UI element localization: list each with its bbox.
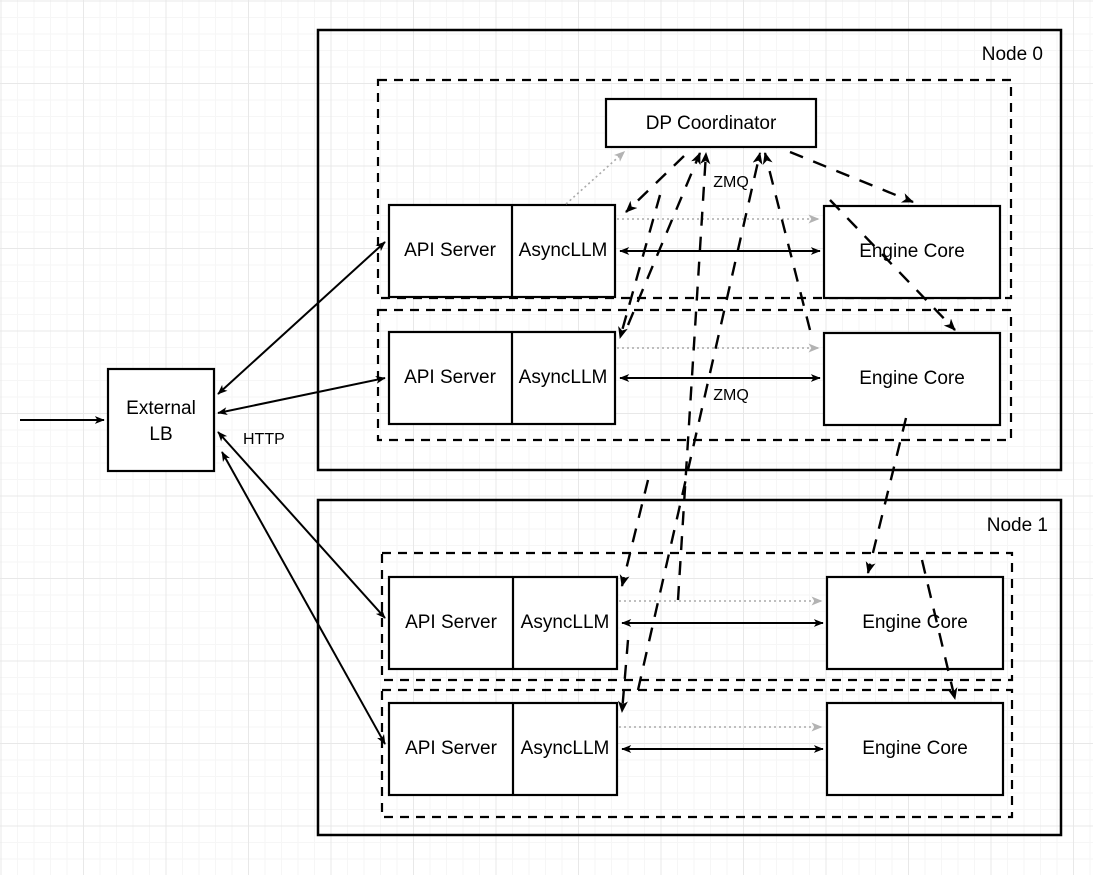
node-0-group-0-frame [376, 78, 1013, 300]
node-1-group-0-engine-core-box[interactable] [825, 575, 1005, 671]
dp-coordinator-box[interactable] [604, 97, 818, 149]
dashed-arrow-coordinator-to-node1-group1-asyncllm [617, 639, 630, 713]
node-1-group-1-api-server-label: API Server [405, 738, 498, 759]
node-0-group-0-engine-core[interactable]: Engine Core [822, 204, 1002, 300]
http-arrow-node1-group1 [221, 451, 386, 745]
node-1-group-1-api-server-group[interactable]: API Server AsyncLLM [387, 701, 619, 797]
dashed-arrow-coordinator-to-node0-group1-asyncllm [618, 194, 662, 339]
node-0-group-1-engine-core-label: Engine Core [859, 368, 965, 389]
external-lb-label-line2: LB [149, 424, 172, 445]
dotted-arrow-asyncllm-to-coordinator [565, 150, 626, 205]
node-0-group-0-asyncllm-label: AsyncLLM [519, 240, 608, 261]
external-lb-label-line1: External [126, 398, 196, 419]
node-0-group-1-asyncllm-label: AsyncLLM [519, 367, 608, 388]
dashed-arrow-coordinator-to-node0-group0-engine [789, 150, 914, 204]
node-0-group-0-api-server-label: API Server [404, 240, 497, 261]
http-arrow-node0-group0 [217, 241, 386, 395]
node-1-group-1-frame [380, 688, 1014, 819]
node-1-group-1-engine-core-box[interactable] [825, 701, 1005, 797]
dashed-arrow-node1-group0-asyncllm-to-coordinator [676, 152, 711, 601]
dashed-arrow-coordinator-to-node0-group0-asyncllm [625, 155, 685, 213]
dashed-arrow-coordinator-to-node1-group0-asyncllm [619, 479, 650, 587]
node-1-group-0-engine-core-label: Engine Core [862, 612, 968, 633]
node-1-group-0-api-server-box[interactable] [387, 575, 619, 671]
dashed-arrow-coordinator-to-node1-group0-engine [865, 417, 908, 574]
node-0-group-0-api-server-group[interactable]: API Server AsyncLLM [387, 203, 617, 299]
dashed-arrow-node1-group1-engine-to-coordinator [636, 152, 763, 691]
node-1-group-0-api-server-label: API Server [405, 612, 498, 633]
node-1-group-0-engine-core[interactable]: Engine Core [825, 575, 1005, 671]
dashed-arrow-coordinator-to-node0-group1-engine [829, 199, 956, 331]
node-1-group-1-engine-core[interactable]: Engine Core [825, 701, 1005, 797]
node-0-group-1-api-server-label: API Server [404, 367, 497, 388]
node-0-label: Node 0 [982, 44, 1043, 65]
http-arrow-node0-group1 [217, 375, 386, 416]
node-1-group-1-engine-core-label: Engine Core [862, 738, 968, 759]
zmq-label-top: ZMQ [713, 174, 749, 191]
node-1-group-0-frame [380, 551, 1014, 682]
node-1-group-1-api-server-box[interactable] [387, 701, 619, 797]
node-1-group-1-asyncllm-label: AsyncLLM [521, 738, 610, 759]
dashed-arrow-node0-group1-asyncllm-to-coordinator [626, 152, 702, 326]
node-1-group-0-asyncllm-label: AsyncLLM [521, 612, 610, 633]
node-0-group-0-engine-core-label: Engine Core [859, 241, 965, 262]
external-lb[interactable]: External LB [106, 367, 216, 473]
node-0-group-1-engine-core[interactable]: Engine Core [822, 331, 1002, 427]
dp-coordinator[interactable]: DP Coordinator [604, 97, 818, 149]
node-0-group-1-api-server-group[interactable]: API Server AsyncLLM [387, 330, 617, 426]
dashed-arrow-node0-group1-engine-to-coordinator [762, 152, 812, 331]
node-0-group-1-api-server-box[interactable] [387, 330, 617, 426]
node-1-group-0-api-server-group[interactable]: API Server AsyncLLM [387, 575, 619, 671]
node-0-group-0-api-server-box[interactable] [387, 203, 617, 299]
http-arrow-node1-group0 [217, 431, 386, 619]
external-lb-box[interactable] [106, 367, 216, 473]
node-0-group-0-engine-core-box[interactable] [822, 204, 1002, 300]
node-0-group-1-engine-core-box[interactable] [822, 331, 1002, 427]
node-1-label: Node 1 [987, 515, 1048, 536]
dp-coordinator-label: DP Coordinator [646, 113, 777, 134]
zmq-label-mid: ZMQ [713, 387, 749, 404]
http-label: HTTP [243, 431, 285, 448]
